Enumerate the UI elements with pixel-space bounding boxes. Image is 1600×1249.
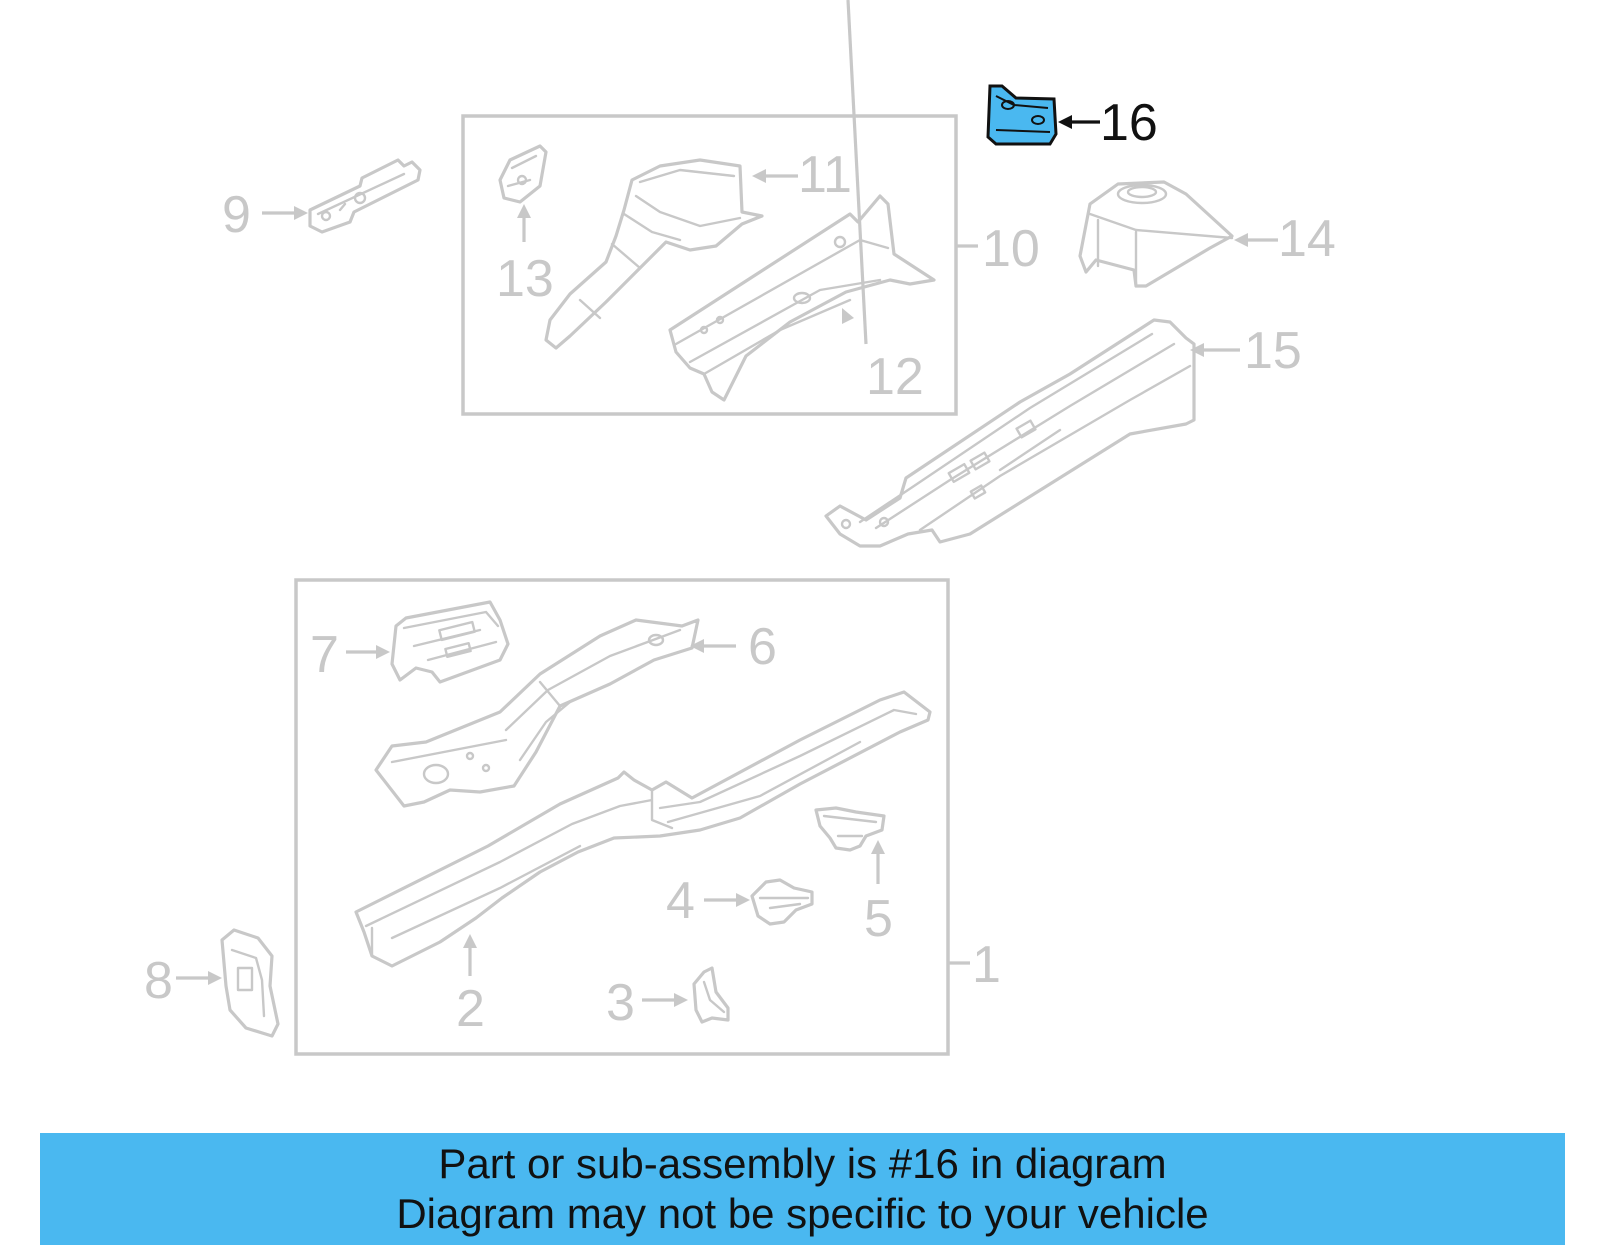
arrowhead-3 [674, 993, 688, 1007]
group-box-10 [461, 114, 958, 416]
part-15-hole [840, 518, 852, 530]
arrowhead-16 [1058, 115, 1072, 129]
banner-line-1: Part or sub-assembly is #16 in diagram [438, 1140, 1167, 1187]
part-15-detail [858, 332, 1192, 532]
part-13-shape[interactable] [498, 144, 548, 204]
part-12-hole-2 [792, 291, 812, 305]
part-2-detail [364, 708, 918, 958]
part-14-hole [1116, 183, 1168, 205]
part-15-hole-2 [878, 516, 890, 528]
part-11-apron[interactable] [544, 158, 764, 350]
part-15-slot-4 [969, 484, 987, 500]
arrowhead-14 [1234, 233, 1248, 247]
part-13-hole [516, 174, 528, 186]
callout-10[interactable]: 10 [982, 220, 1040, 278]
part-16-hole [1001, 100, 1015, 110]
callout-16[interactable]: 16 [1100, 94, 1158, 152]
part-6-hole-2 [647, 633, 665, 647]
part-9-hole-2 [320, 210, 332, 222]
part-6-hole-3 [481, 763, 491, 773]
part-4-detail [758, 896, 810, 910]
part-16-bracket[interactable] [986, 84, 1058, 146]
arrowhead-11 [752, 169, 766, 183]
part-5-shape[interactable] [814, 806, 886, 852]
group-box-1 [294, 578, 950, 1056]
part-2-frame-rail[interactable] [354, 690, 932, 968]
part-12-hole-4 [715, 315, 725, 325]
part-6-extension[interactable] [374, 618, 700, 808]
callout-4[interactable]: 4 [666, 872, 695, 930]
arrowhead-2 [463, 934, 477, 948]
part-16-shape[interactable] [986, 84, 1058, 146]
part-6-hole-4 [465, 751, 475, 761]
part-8-plate[interactable] [220, 928, 280, 1038]
arrowhead-15 [1190, 343, 1204, 357]
part-9-hole [353, 191, 367, 205]
part-5-detail [822, 814, 878, 838]
part-15-side-rail[interactable] [824, 318, 1196, 548]
part-8-slot [236, 966, 254, 992]
part-14-shape[interactable] [1078, 180, 1234, 288]
callout-3[interactable]: 3 [606, 974, 635, 1032]
callout-11[interactable]: 11 [798, 146, 852, 204]
arrowhead-7 [376, 645, 390, 659]
callout-7[interactable]: 7 [310, 626, 339, 684]
part-7-slot [438, 620, 476, 642]
callout-12[interactable]: 12 [866, 348, 924, 406]
info-banner: Part or sub-assembly is #16 in diagram D… [40, 1133, 1565, 1245]
part-13-gusset[interactable] [498, 144, 548, 204]
callout-8[interactable]: 8 [144, 952, 173, 1010]
part-15-slot-3 [1015, 419, 1037, 439]
part-6-shape[interactable] [374, 618, 700, 808]
arrowhead-4 [736, 893, 750, 907]
part-3-shape[interactable] [692, 966, 730, 1024]
part-6-detail [390, 628, 682, 764]
part-11-detail [578, 168, 742, 320]
part-15-slot-2 [969, 451, 991, 471]
arrowhead-12 [842, 308, 854, 324]
leader-12 [846, 0, 868, 345]
callout-13[interactable]: 13 [496, 250, 554, 308]
part-9-rail[interactable] [308, 158, 422, 234]
part-3-bracket[interactable] [692, 966, 730, 1024]
callout-1[interactable]: 1 [972, 936, 1001, 994]
part-16-hole-2 [1031, 115, 1045, 125]
part-12-hole-3 [699, 325, 709, 335]
part-2-shape[interactable] [354, 690, 932, 968]
part-15-shape[interactable] [824, 318, 1196, 548]
arrowhead-13 [517, 204, 531, 218]
part-7-slot-2 [444, 642, 472, 658]
part-12-shape[interactable] [668, 194, 936, 402]
callout-14[interactable]: 14 [1278, 210, 1336, 268]
part-8-shape[interactable] [220, 928, 280, 1038]
arrowhead-5 [871, 840, 885, 854]
callout-9[interactable]: 9 [222, 186, 251, 244]
part-7-shape[interactable] [390, 600, 510, 684]
arrowhead-6 [690, 639, 704, 653]
arrowhead-9 [294, 206, 308, 220]
callout-6[interactable]: 6 [748, 618, 777, 676]
part-4-shape[interactable] [750, 878, 814, 926]
part-8-detail [230, 948, 266, 1018]
part-12-hole [833, 235, 847, 249]
callout-2[interactable]: 2 [456, 980, 485, 1038]
callout-5[interactable]: 5 [864, 890, 893, 948]
part-15-slot [947, 462, 971, 484]
callout-15[interactable]: 15 [1244, 322, 1302, 380]
part-14-detail [1088, 212, 1234, 288]
part-3-detail [702, 980, 726, 1014]
part-5-clip[interactable] [814, 806, 886, 852]
arrowhead-8 [208, 971, 222, 985]
part-14-tower[interactable] [1078, 180, 1234, 288]
part-14-hole-2 [1126, 185, 1158, 199]
part-4-clip[interactable] [750, 878, 814, 926]
banner-line-2: Diagram may not be specific to your vehi… [396, 1190, 1209, 1237]
part-6-hole [422, 763, 450, 785]
part-7-bracket[interactable] [390, 600, 510, 684]
